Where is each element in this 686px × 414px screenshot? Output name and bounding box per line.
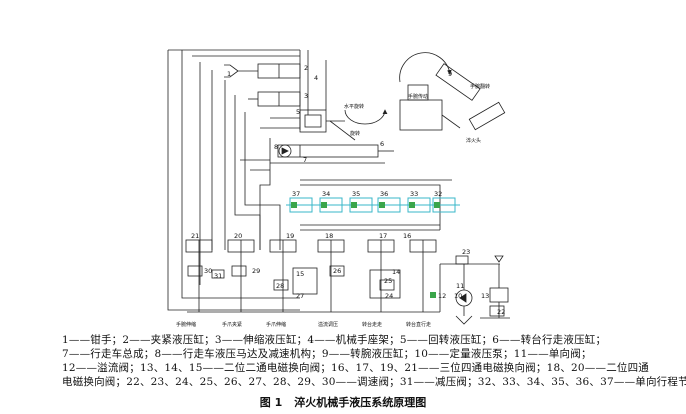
label-2: 2 — [304, 64, 308, 72]
bottom-label-1: 手爪夹紧 — [222, 321, 242, 328]
label-23: 23 — [462, 248, 470, 256]
label-28: 28 — [276, 282, 284, 290]
horizontal-rotation-arc — [344, 109, 388, 125]
label-rotate: 旋转 — [350, 130, 360, 137]
gripper-jaws — [224, 64, 239, 78]
travel-cylinder — [277, 144, 379, 158]
check-valve — [455, 255, 469, 265]
label-37: 37 — [292, 190, 300, 198]
label-10: 10 — [454, 292, 462, 300]
green-check-26 — [321, 202, 327, 208]
pipe-v6 — [244, 112, 281, 250]
travel-motor — [278, 144, 292, 158]
wrist-cylinder — [435, 63, 481, 101]
green-check-33 — [409, 202, 415, 208]
bottom-label-0: 手腕伸缩 — [176, 321, 196, 328]
label-30: 30 — [204, 267, 212, 275]
figure-title: 淬火机械手液压系统原理图 — [294, 396, 427, 409]
label-1: 1 — [227, 70, 231, 78]
green-check-12 — [430, 292, 436, 298]
bottom-label-4: 转台走走 — [362, 321, 382, 328]
valve-row — [185, 239, 437, 253]
figure-number: 图 1 — [259, 396, 283, 409]
label-24: 24 — [385, 292, 393, 300]
label-17: 17 — [379, 232, 387, 240]
bottom-label-2: 手爪伸缩 — [266, 321, 286, 328]
label-32: 32 — [434, 190, 442, 198]
label-29: 29 — [252, 267, 260, 275]
label-8: 8 — [274, 143, 278, 151]
green-check-35 — [351, 202, 357, 208]
label-36: 36 — [380, 190, 388, 198]
green-check-27 — [291, 202, 297, 208]
label-quench-head: 淬火头 — [466, 137, 481, 144]
label-15: 15 — [296, 270, 304, 278]
label-wrist-flip: 手腕翻转 — [470, 83, 490, 90]
green-check-32 — [434, 202, 440, 208]
label-35: 35 — [352, 190, 360, 198]
label-22: 22 — [497, 308, 505, 316]
label-26: 26 — [333, 267, 341, 275]
label-gripper-drive: 手腕传动 — [408, 93, 428, 100]
label-33: 33 — [410, 190, 418, 198]
label-14: 14 — [392, 268, 400, 276]
label-34: 34 — [322, 190, 330, 198]
bottom-label-5: 转台直行走 — [406, 321, 431, 328]
legend-line-1: 1——钳手；2——夹紧液压缸；3——伸缩液压缸；4——机械手座架；5——回转液压… — [62, 334, 607, 346]
tank — [455, 315, 473, 325]
label-13: 13 — [481, 292, 489, 300]
figure-caption: 图 1 淬火机械手液压系统原理图 — [0, 394, 686, 410]
rotation-arc — [399, 52, 452, 83]
label-horizontal-rotation: 水平旋转 — [344, 103, 364, 110]
label-20: 20 — [234, 232, 242, 240]
label-27: 27 — [296, 292, 304, 300]
green-check-36 — [379, 202, 385, 208]
legend-line-2: 7——行走车总成；8——行走车液压马达及减速机构；9——转腕液压缸；10——定量… — [62, 348, 592, 360]
robot-base-frame — [299, 109, 327, 133]
label-4: 4 — [314, 74, 318, 82]
label-11: 11 — [456, 282, 464, 290]
bottom-label-3: 溢流调压 — [318, 321, 338, 328]
label-31: 31 — [214, 272, 222, 280]
label-21: 21 — [191, 232, 199, 240]
relief-valve — [489, 287, 509, 303]
flow-valve-row — [187, 265, 401, 299]
pipe-v5 — [234, 95, 261, 250]
main-return-line — [181, 50, 300, 299]
label-3: 3 — [304, 92, 308, 100]
legend-line-4: 电磁换向阀；22、23、24、25、26、27、28、29、30——调速阀；31… — [62, 376, 686, 388]
label-5: 5 — [296, 108, 300, 116]
label-18: 18 — [325, 232, 333, 240]
label-25: 25 — [384, 277, 392, 285]
main-pressure-line — [167, 50, 300, 311]
label-12: 12 — [438, 292, 446, 300]
label-7: 7 — [303, 156, 307, 164]
legend-line-3: 12——溢流阀；13、14、15——二位二通电磁换向阀；16、17、19、21—… — [62, 362, 650, 374]
label-6: 6 — [380, 140, 384, 148]
label-19: 19 — [286, 232, 294, 240]
label-9: 9 — [448, 70, 452, 78]
wrist-base — [399, 99, 443, 131]
label-16: 16 — [403, 232, 411, 240]
quench-head — [468, 101, 506, 131]
